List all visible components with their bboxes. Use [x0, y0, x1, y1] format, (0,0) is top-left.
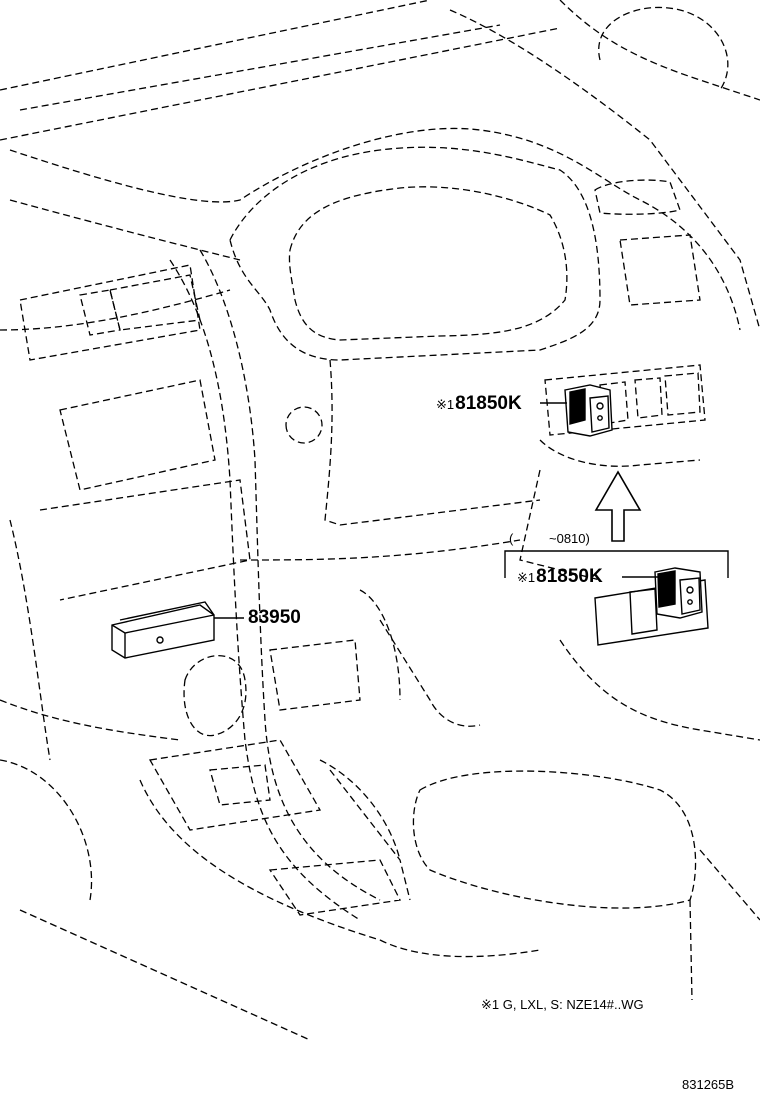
left-vent-slot-2	[109, 274, 201, 331]
switch-81850k-lower	[594, 567, 709, 646]
arrow-up-icon	[594, 470, 642, 542]
lower-dash	[239, 539, 521, 561]
date-range-bracket	[504, 550, 729, 578]
seat-edge	[329, 769, 411, 901]
knob	[285, 406, 323, 444]
footnote-text: ※1 G, LXL, S: NZE14#..WG	[481, 997, 644, 1012]
part-label-81850k-lower: ※181850K	[517, 567, 603, 586]
meter-hood-outer	[229, 146, 601, 361]
right-lower-dash	[539, 439, 701, 467]
right-lower-dash-2	[519, 469, 601, 581]
steering-column	[324, 359, 541, 526]
pedal-2	[379, 619, 481, 727]
left-vent-box	[19, 264, 201, 361]
pedal	[359, 589, 401, 701]
dash-top	[9, 127, 741, 331]
roof-line	[449, 9, 760, 331]
windshield-line	[0, 0, 431, 91]
shift-boot	[148, 739, 322, 831]
switch-panel	[544, 364, 706, 436]
part-label-83950: 83950	[248, 608, 301, 627]
part-number: 83950	[248, 607, 301, 628]
switch-81850k-upper	[564, 384, 613, 437]
switch-panel-slot-3	[664, 372, 701, 416]
part-number: 81850K	[536, 566, 603, 587]
left-panel-lower	[39, 479, 251, 601]
module-83950	[111, 601, 215, 659]
armrest	[412, 770, 697, 909]
dash-upper	[9, 199, 241, 261]
shift-knob	[183, 655, 247, 737]
left-lower	[0, 699, 181, 741]
part-number: 81850K	[455, 393, 522, 414]
console-right	[319, 759, 401, 861]
switch-panel-slot-2	[634, 377, 663, 419]
console-tray	[268, 859, 401, 916]
drawing-id: 831265B	[682, 1077, 735, 1092]
console-rear	[379, 939, 541, 958]
right-hump	[559, 639, 760, 741]
right-vent	[594, 179, 681, 215]
date-range-label: ~0810)	[549, 531, 590, 546]
floor-line	[19, 909, 311, 1041]
windshield-line	[19, 24, 501, 111]
footnote-mark: ※1	[436, 397, 455, 412]
left-knee	[0, 759, 93, 901]
rear-line	[689, 899, 693, 1001]
footnote-mark: ※1	[517, 570, 536, 585]
date-range-open: (	[509, 531, 514, 546]
shift-gate	[209, 764, 271, 806]
rear-line-2	[699, 849, 760, 921]
left-vent-slot	[79, 289, 121, 336]
right-vent-2	[619, 234, 701, 306]
glove-box	[269, 639, 361, 711]
meter-hood-inner	[288, 186, 568, 341]
audio-panel	[59, 379, 216, 491]
part-label-81850k-upper: ※181850K	[436, 394, 522, 413]
windshield-line	[0, 27, 561, 141]
center-stack-left	[199, 249, 381, 901]
mirror-outline	[598, 6, 729, 91]
console-left	[139, 779, 381, 941]
